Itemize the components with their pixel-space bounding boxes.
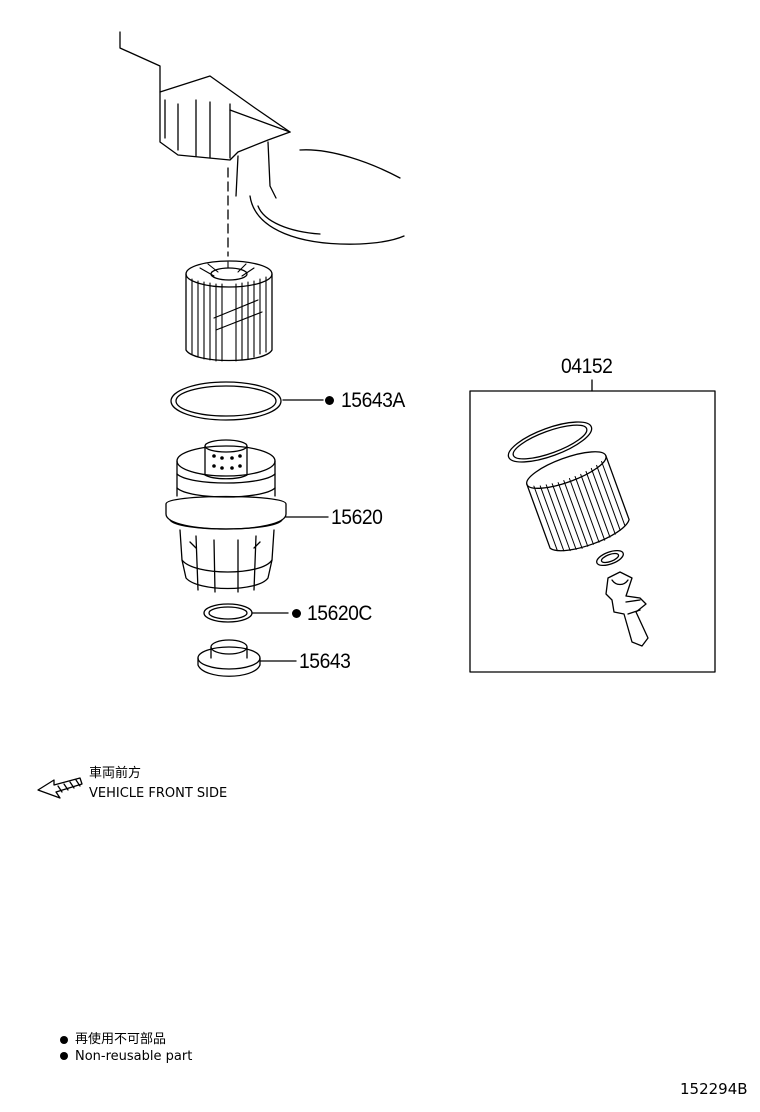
nonreusable-label-jp: 再使用不可部品 bbox=[75, 1032, 167, 1047]
callout-15620c: 15620C bbox=[307, 602, 372, 625]
callout-15643: 15643 bbox=[299, 650, 351, 673]
nonreusable-legend-dot bbox=[60, 1052, 68, 1060]
callout-15620: 15620 bbox=[331, 506, 383, 529]
callout-04152: 04152 bbox=[561, 355, 613, 378]
nonreusable-mark bbox=[292, 609, 301, 618]
nonreusable-label-en: Non-reusable part bbox=[75, 1049, 193, 1064]
o-ring-large bbox=[170, 381, 282, 421]
front-direction-arrow bbox=[37, 777, 83, 799]
nonreusable-mark bbox=[325, 396, 334, 405]
drain-plug bbox=[197, 639, 261, 677]
front-label-jp: 車両前方 bbox=[89, 766, 142, 781]
nonreusable-legend-dot bbox=[60, 1036, 68, 1044]
filter-element bbox=[185, 260, 273, 362]
filter-cap bbox=[165, 439, 287, 593]
callout-15643a: 15643A bbox=[341, 389, 405, 412]
front-label-en: VEHICLE FRONT SIDE bbox=[89, 786, 228, 801]
kit-box bbox=[469, 379, 716, 673]
figure-id: 152294B bbox=[680, 1080, 748, 1098]
engine-block bbox=[119, 31, 405, 257]
